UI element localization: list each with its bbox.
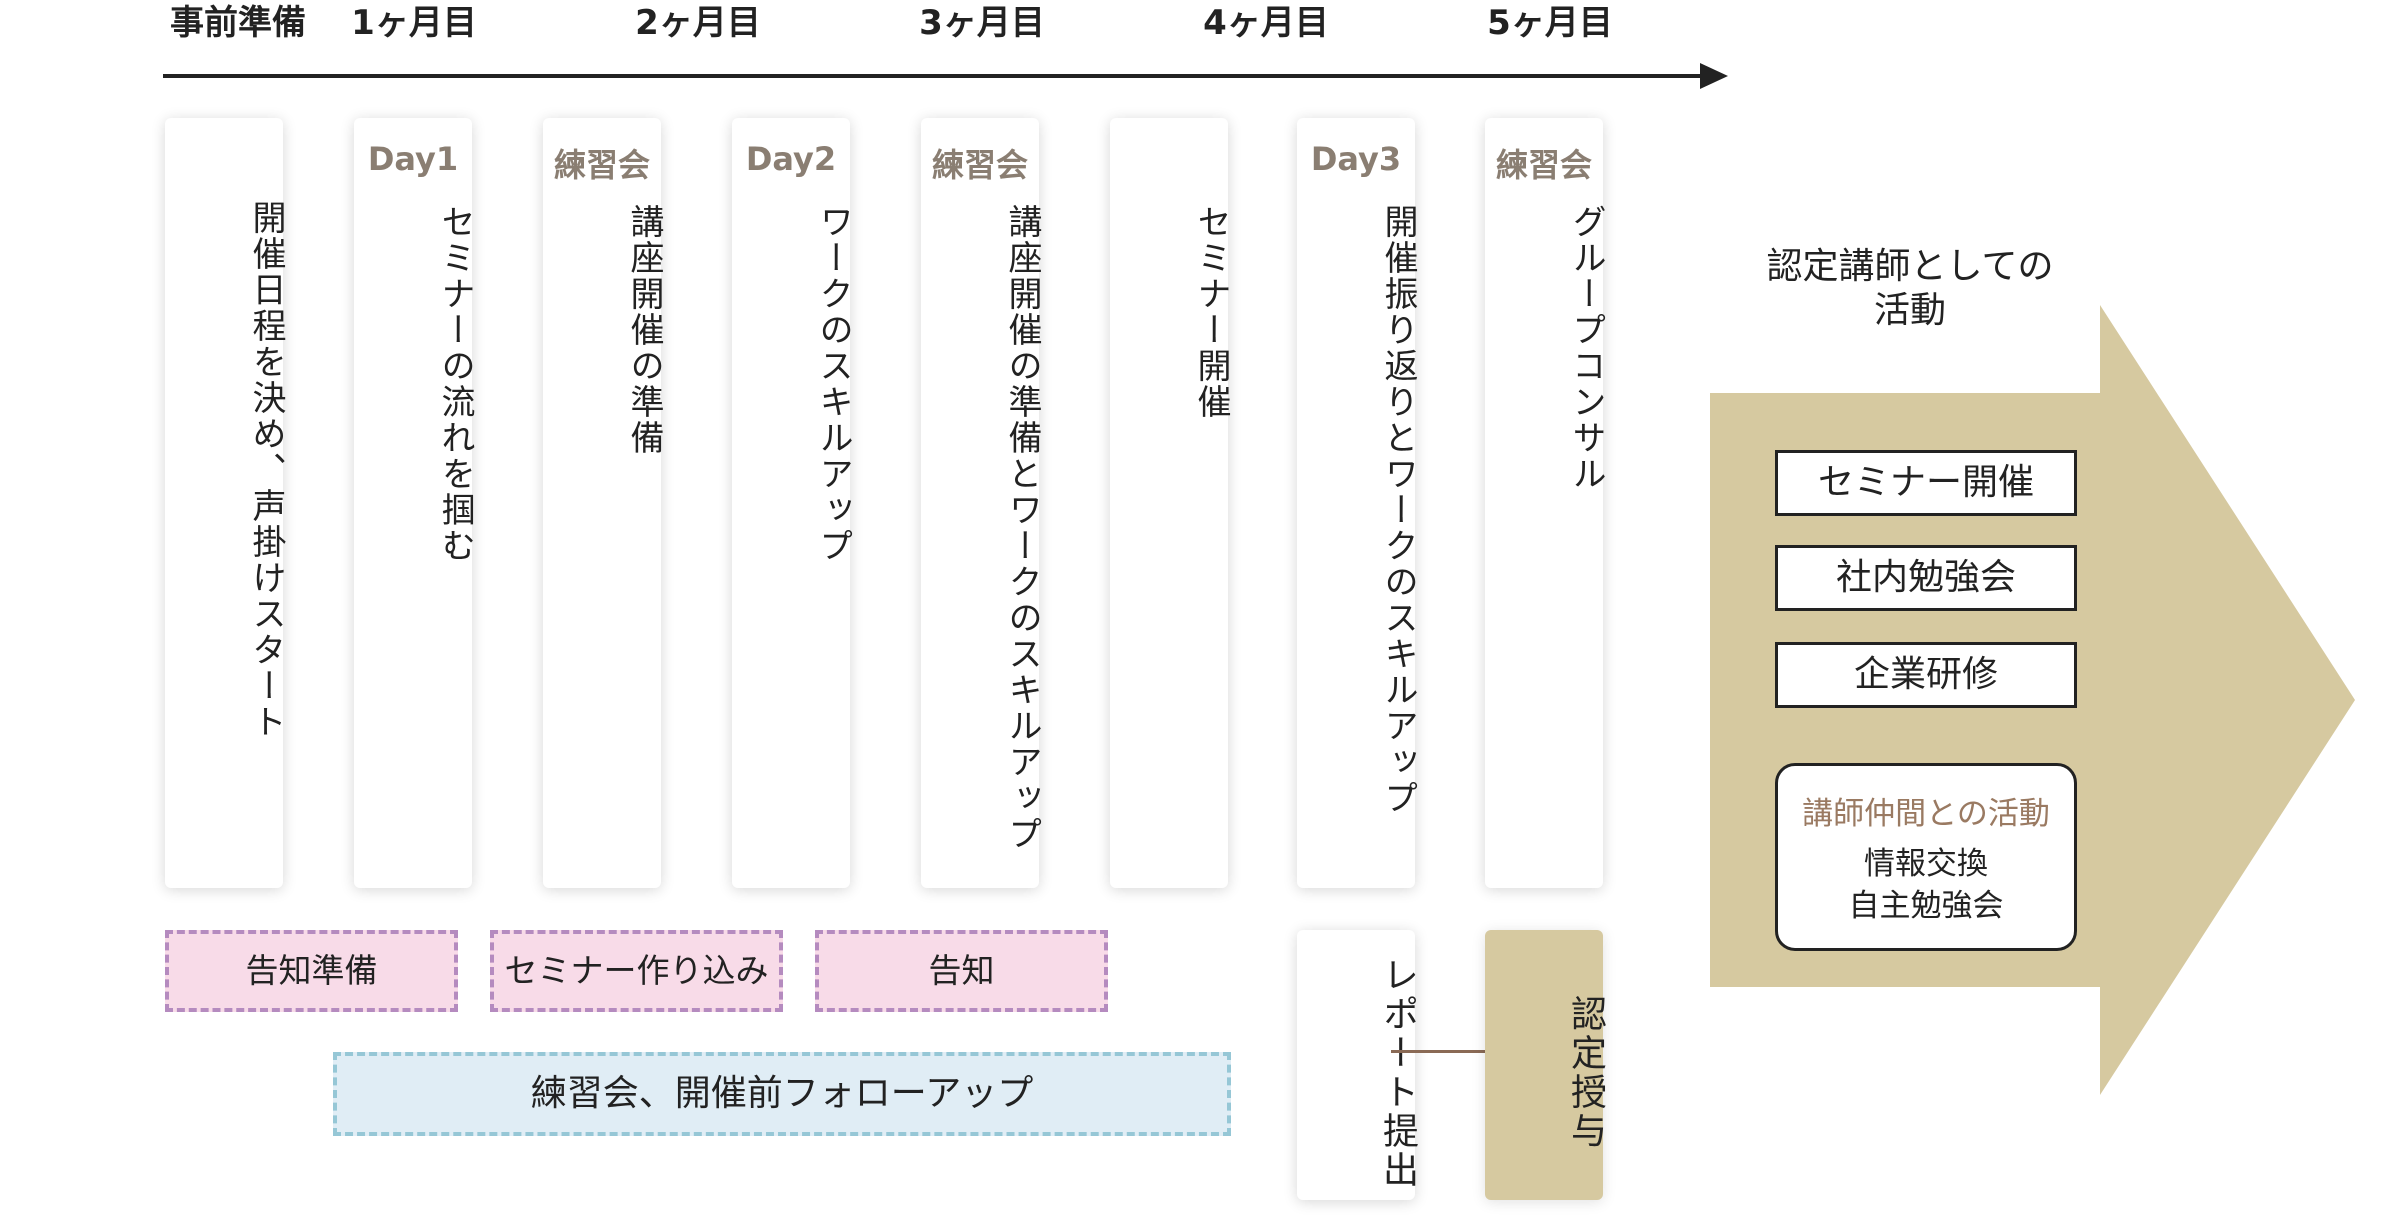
goal-title-line-1: 認定講師としての (1766, 246, 2054, 287)
step-tag: 練習会 (553, 146, 650, 184)
goal-title: 認定講師としての 活動 (1700, 245, 2120, 333)
peer-activities-title: 講師仲間との活動 (1802, 796, 2050, 832)
step-text: ワークのスキルアップ (813, 204, 853, 564)
month-label-prep: 事前準備 (170, 3, 306, 43)
certification-box: 認定授与 (1485, 930, 1606, 1200)
step-column-5: セミナー開催 (1110, 118, 1231, 888)
report-label: レポート提出 (1377, 956, 1418, 1190)
month-label-1: 1ヶ月目 (351, 3, 477, 43)
month-label-5: 5ヶ月目 (1487, 3, 1613, 43)
month-label-4: 4ヶ月目 (1203, 3, 1329, 43)
notice-prep-box: 告知準備 (165, 930, 458, 1012)
step-tag: 練習会 (931, 146, 1028, 184)
step-column-1: Day1 セミナーの流れを掴む (354, 118, 475, 888)
peer-activity-item: 自主勉強会 (1848, 888, 2004, 924)
month-label-3: 3ヶ月目 (919, 3, 1045, 43)
step-text: セミナー開催 (1191, 204, 1231, 420)
step-column-6: Day3 開催振り返りとワークのスキルアップ (1297, 118, 1418, 888)
step-text: 講座開催の準備 (624, 204, 664, 456)
step-column-7: 練習会 グループコンサル (1485, 118, 1606, 888)
step-text: グループコンサル (1566, 204, 1606, 492)
step-column-4: 練習会 講座開催の準備とワークのスキルアップ (921, 118, 1042, 888)
step-tag: Day1 (367, 140, 459, 178)
notice-box: 告知 (815, 930, 1108, 1012)
step-tag: Day2 (745, 140, 837, 178)
month-label-2: 2ヶ月目 (635, 3, 761, 43)
step-text: 講座開催の準備とワークのスキルアップ (1002, 204, 1042, 852)
step-text: セミナーの流れを掴む (435, 204, 475, 564)
report-cert-connector (1391, 1050, 1496, 1053)
peer-activity-item: 情報交換 (1864, 846, 1988, 882)
timeline-axis (163, 74, 1708, 78)
report-submission-box: レポート提出 (1297, 930, 1418, 1200)
step-tag: Day3 (1310, 140, 1402, 178)
step-column-0: 開催日程を決め、声掛けスタート (165, 118, 286, 888)
activity-corporate-training: 企業研修 (1775, 642, 2077, 708)
goal-title-line-2: 活動 (1873, 290, 1946, 331)
step-column-3: Day2 ワークのスキルアップ (732, 118, 853, 888)
followup-box: 練習会、開催前フォローアップ (333, 1052, 1231, 1136)
step-text: 開催日程を決め、声掛けスタート (246, 200, 286, 740)
step-text: 開催振り返りとワークのスキルアップ (1378, 204, 1418, 816)
step-column-2: 練習会 講座開催の準備 (543, 118, 664, 888)
activity-internal-study: 社内勉強会 (1775, 545, 2077, 611)
certification-label: 認定授与 (1565, 995, 1606, 1151)
seminar-build-box: セミナー作り込み (490, 930, 783, 1012)
activity-seminar: セミナー開催 (1775, 450, 2077, 516)
peer-activities-box: 講師仲間との活動 情報交換 自主勉強会 (1775, 763, 2077, 951)
timeline-arrowhead (1700, 63, 1728, 89)
step-tag: 練習会 (1495, 146, 1592, 184)
